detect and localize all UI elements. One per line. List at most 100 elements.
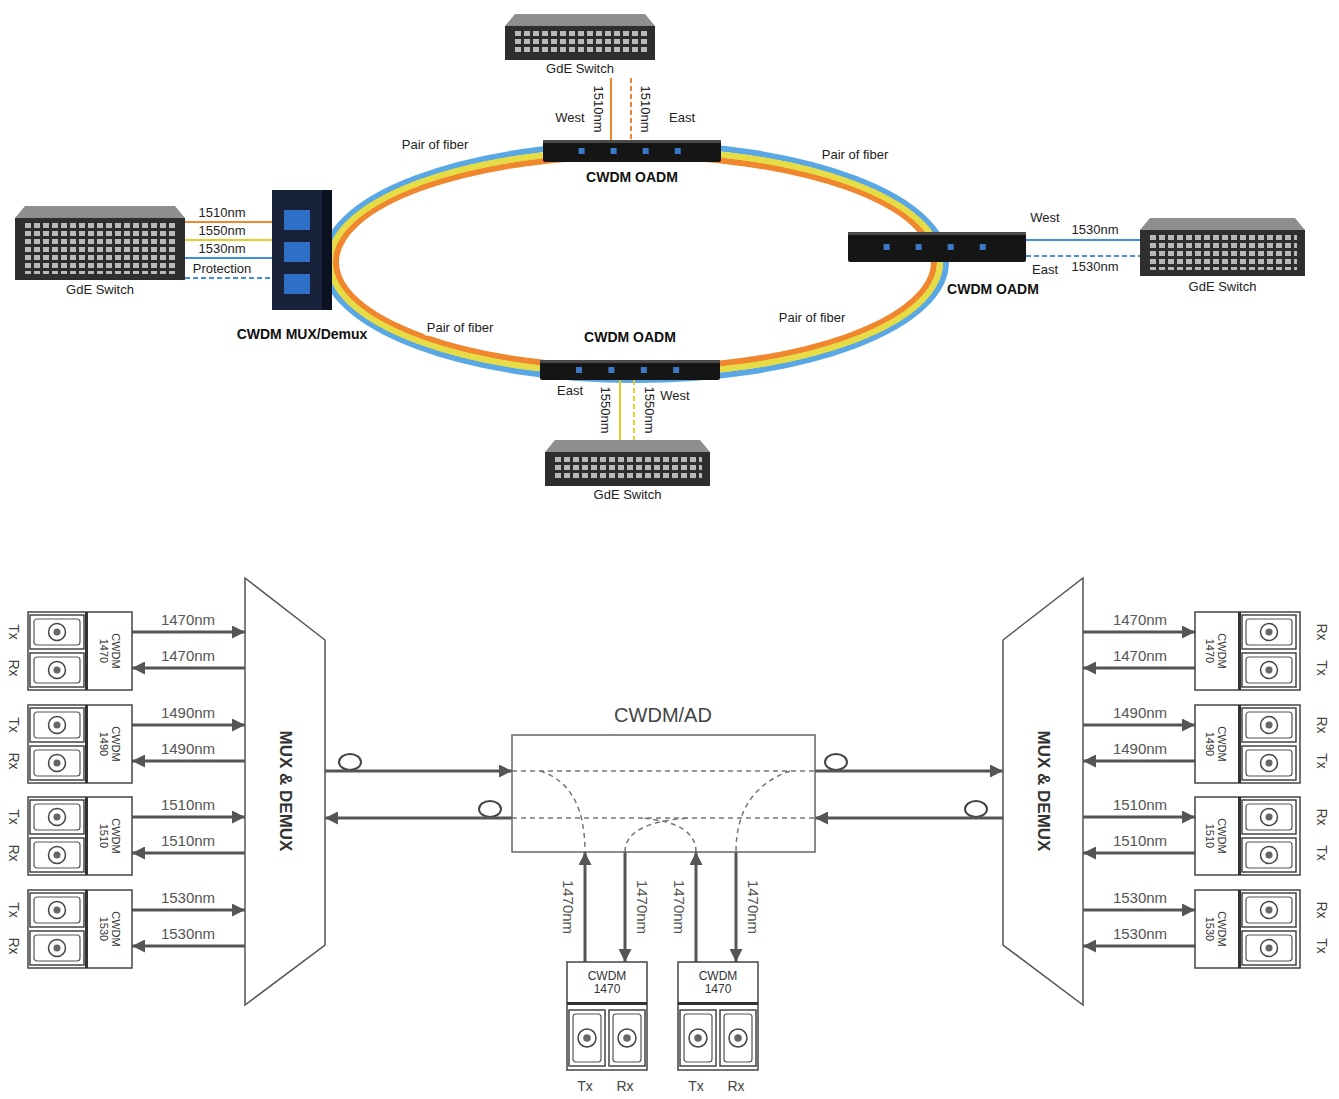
device-node: CWDM OADM xyxy=(848,232,1026,262)
signal-arrow xyxy=(1083,667,1195,670)
signal-arrow xyxy=(1083,816,1195,819)
signal-arrow xyxy=(132,909,245,912)
wavelength-label: 1470nm xyxy=(159,611,217,628)
fiber-ring-outer xyxy=(324,144,946,380)
signal-arrow xyxy=(1083,945,1195,948)
device-node: CWDM 1530 xyxy=(1195,890,1300,968)
direction-label: East xyxy=(555,384,585,399)
wavelength-label: 1530nm xyxy=(197,242,248,257)
port-label: Rx xyxy=(1314,714,1330,735)
wavelength-label: 1550nm xyxy=(598,385,613,436)
node-label: CWDM 1510 xyxy=(1204,814,1228,858)
node-label: MUX & DEMUX xyxy=(276,731,295,852)
wavelength-label: 1530nm xyxy=(159,925,217,942)
device-node: CWDM 1470 xyxy=(28,612,132,690)
wavelength-label: 1490nm xyxy=(159,740,217,757)
port-label: Rx xyxy=(6,657,22,678)
device-node: MUX & DEMUX xyxy=(1003,578,1083,1005)
wavelength-label: 1490nm xyxy=(1111,704,1169,721)
signal-arrow xyxy=(132,852,245,855)
wavelength-label: 1490nm xyxy=(159,704,217,721)
node-label: CWDM 1530 xyxy=(98,907,122,951)
signal-arrow xyxy=(815,770,1003,773)
signal-arrow xyxy=(132,724,245,727)
direction-label: West xyxy=(553,111,586,126)
node-label: CWDM OADM xyxy=(586,170,678,185)
signal-arrow xyxy=(1083,760,1195,763)
port-label: Rx xyxy=(6,935,22,956)
device-node: CWDM 1470 xyxy=(678,962,758,1070)
wavelength-label: 1470nm xyxy=(159,647,217,664)
node-label: CWDM 1470 xyxy=(584,970,630,996)
signal-arrow xyxy=(584,852,587,962)
signal-arrow xyxy=(735,852,738,962)
fiber-link xyxy=(1026,255,1140,257)
fiber-ring-inner xyxy=(336,156,934,368)
port-label: Rx xyxy=(1314,806,1330,827)
device-node: CWDM 1490 xyxy=(1195,705,1300,783)
fiber-label: Pair of fiber xyxy=(777,311,847,326)
signal-arrow xyxy=(132,816,245,819)
device-node: CWDM 1470 xyxy=(1195,612,1300,690)
device-node: CWDM OADM xyxy=(540,360,720,380)
fiber-link xyxy=(1026,239,1140,241)
signal-arrow xyxy=(1083,631,1195,634)
direction-label: West xyxy=(658,389,691,404)
fiber-link xyxy=(619,380,621,440)
signal-arrow xyxy=(132,631,245,634)
port-label: Tx xyxy=(6,622,22,642)
wavelength-label: 1510nm xyxy=(1111,832,1169,849)
wavelength-label: 1530nm xyxy=(1111,889,1169,906)
wavelength-label: 1470nm xyxy=(744,878,761,936)
fiber-link xyxy=(630,78,632,140)
device-node: CWDM MUX/Demux xyxy=(272,190,332,310)
node-label: CWDM 1470 xyxy=(695,970,741,996)
node-label: CWDM 1490 xyxy=(1204,722,1228,766)
port-label: Rx xyxy=(614,1078,635,1094)
wavelength-label: 1530nm xyxy=(1070,260,1121,275)
signal-arrow xyxy=(132,945,245,948)
node-label: GdE Switch xyxy=(594,488,662,502)
port-label: Rx xyxy=(1314,621,1330,642)
oadm-chassis xyxy=(540,360,720,380)
device-node: CWDM 1530 xyxy=(28,890,132,968)
port-label: Tx xyxy=(1314,751,1330,771)
device-node: CWDM/AD xyxy=(512,735,815,852)
mux-panel xyxy=(272,190,332,310)
wavelength-label: Protection xyxy=(191,262,254,277)
direction-label: East xyxy=(667,111,697,126)
wavelength-label: 1510nm xyxy=(638,84,653,135)
signal-arrow xyxy=(815,817,1003,820)
wavelength-label: 1510nm xyxy=(159,796,217,813)
port-label: Tx xyxy=(1314,936,1330,956)
node-label: MUX & DEMUX xyxy=(1034,731,1053,852)
direction-label: West xyxy=(1028,211,1061,226)
switch-node: GdE Switch xyxy=(505,14,655,78)
port-label: Tx xyxy=(1314,843,1330,863)
signal-arrow xyxy=(132,760,245,763)
switch-node: GdE Switch xyxy=(545,440,710,504)
signal-arrow xyxy=(1083,724,1195,727)
port-label: Rx xyxy=(6,750,22,771)
device-node: CWDM 1490 xyxy=(28,705,132,783)
wavelength-label: 1490nm xyxy=(1111,740,1169,757)
port-label: Rx xyxy=(1314,899,1330,920)
fiber-label: Pair of fiber xyxy=(400,138,470,153)
node-label: CWDM 1510 xyxy=(98,814,122,858)
add-drop-box xyxy=(512,735,815,852)
wavelength-label: 1470nm xyxy=(670,878,687,936)
device-node: CWDM 1510 xyxy=(28,797,132,875)
signal-arrow xyxy=(325,770,512,773)
wavelength-label: 1530nm xyxy=(1111,925,1169,942)
oadm-chassis xyxy=(848,232,1026,262)
port-label: Tx xyxy=(686,1078,706,1094)
port-label: Tx xyxy=(1314,658,1330,678)
switch-node: GdE Switch xyxy=(1140,218,1305,298)
fiber-ring-middle xyxy=(330,150,940,374)
wavelength-label: 1510nm xyxy=(197,206,248,221)
fiber-link xyxy=(633,380,635,440)
node-label: CWDM 1490 xyxy=(98,722,122,766)
fiber-label: Pair of fiber xyxy=(820,148,890,163)
signal-arrow xyxy=(132,667,245,670)
device-node: CWDM 1470 xyxy=(567,962,647,1070)
